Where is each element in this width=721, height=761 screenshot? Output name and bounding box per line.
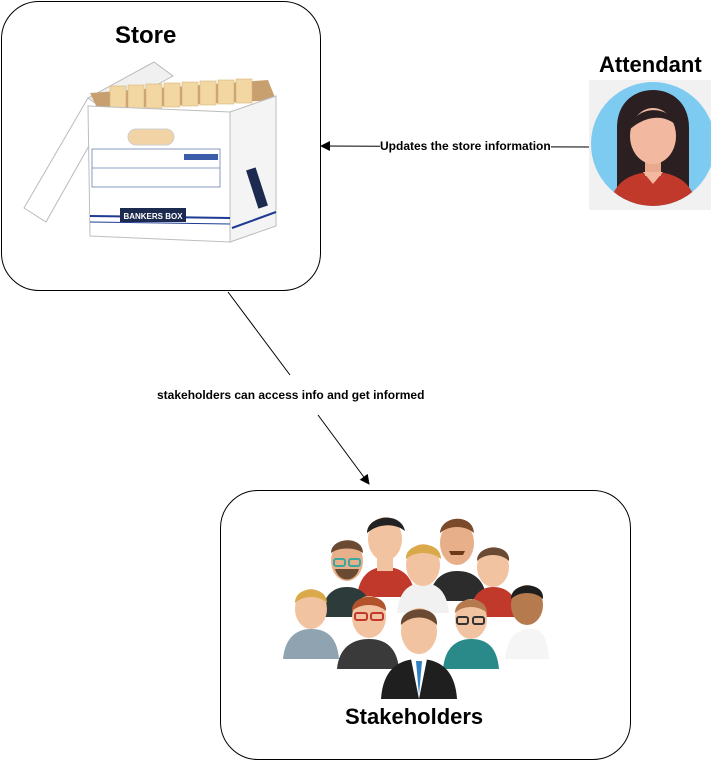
attendant-title: Attendant bbox=[599, 52, 702, 77]
store-node[interactable]: Store BANKERS BOX bbox=[1, 1, 321, 291]
edge-store-to-stakeholders-upper bbox=[227, 291, 291, 376]
attendant-node[interactable]: Attendant bbox=[589, 52, 717, 212]
people-group-icon bbox=[283, 517, 549, 699]
box-brand-label: BANKERS BOX bbox=[123, 212, 183, 221]
stakeholders-title: Stakeholders bbox=[345, 704, 484, 729]
store-title: Store bbox=[115, 22, 177, 49]
edge-label-store-to-stakeholders: stakeholders can access info and get inf… bbox=[157, 388, 425, 402]
edge-label-attendant-to-store: Updates the store information bbox=[380, 139, 551, 153]
edge-store-to-stakeholders-lower bbox=[317, 414, 370, 485]
woman-avatar-icon bbox=[589, 80, 711, 210]
file-box-icon: BANKERS BOX bbox=[23, 61, 277, 243]
stakeholders-node[interactable]: Stakeholders bbox=[220, 490, 631, 760]
